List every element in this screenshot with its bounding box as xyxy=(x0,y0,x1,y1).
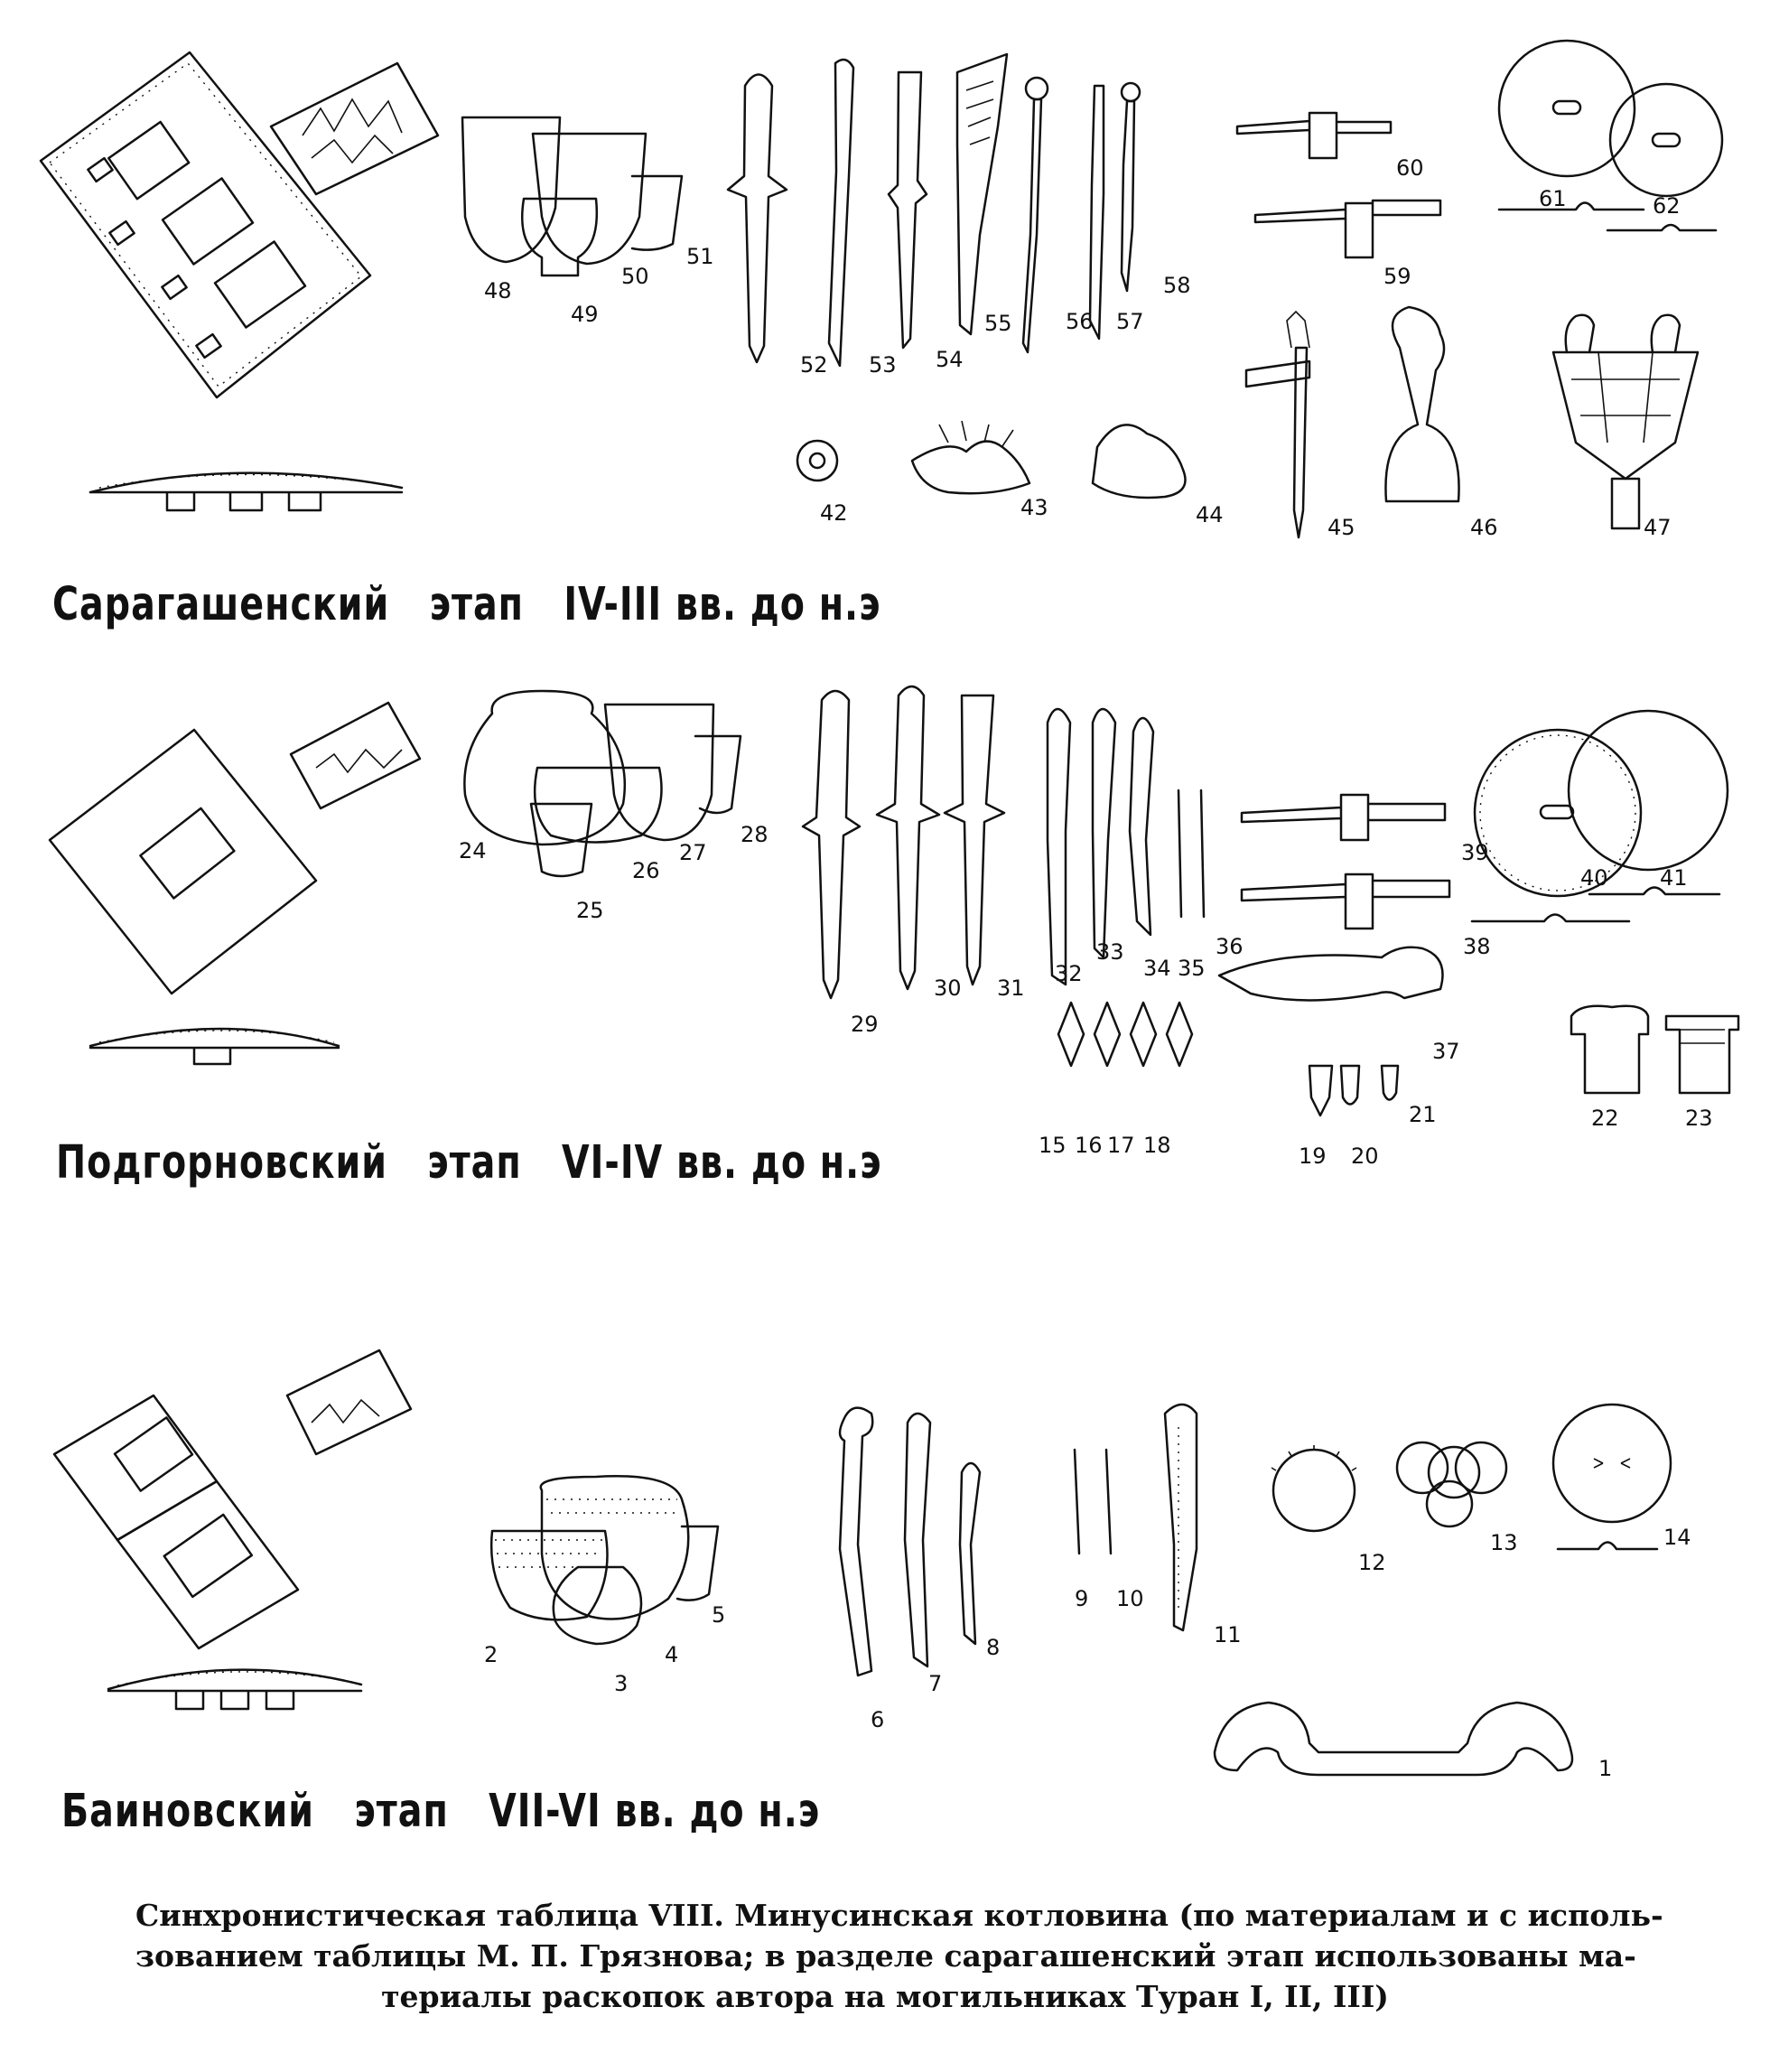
figure-number: 32 xyxy=(1055,961,1083,986)
figure-number: 55 xyxy=(984,311,1012,336)
figure-number: 37 xyxy=(1432,1039,1460,1064)
mirror-icon xyxy=(1551,1403,1672,1551)
finial-icon xyxy=(1244,305,1700,539)
figure-number: 5 xyxy=(712,1602,726,1628)
figure-number: 18 xyxy=(1143,1133,1171,1158)
axe-icon xyxy=(1235,111,1442,259)
figure-number: 25 xyxy=(576,898,604,923)
burial-icon xyxy=(285,1349,413,1456)
figure-number: 61 xyxy=(1539,186,1567,211)
finial-icon xyxy=(1308,1004,1740,1117)
figure-number: 34 xyxy=(1143,956,1171,981)
kurgan-section-icon xyxy=(107,1668,363,1711)
figure-number: 59 xyxy=(1383,264,1411,289)
caption-line: териалы раскопок автора на могильниках Т… xyxy=(381,1979,1389,2014)
figure-number: 13 xyxy=(1490,1530,1518,1555)
pottery-icon xyxy=(461,116,684,277)
figure-number: 33 xyxy=(1096,939,1124,965)
pottery-icon xyxy=(463,689,742,878)
figure-number: 23 xyxy=(1685,1106,1713,1131)
figure-number: 24 xyxy=(459,838,487,863)
figure-number: 49 xyxy=(571,302,599,327)
stage-label-bainovo: Баиновский этап VII-VI вв. до н.э xyxy=(61,1785,821,1838)
plate-caption: Синхронистическая таблица VIII. Минусинс… xyxy=(135,1895,1663,2017)
figure-number: 36 xyxy=(1216,934,1244,959)
figure-number: 19 xyxy=(1299,1143,1327,1169)
burial-icon xyxy=(289,701,422,810)
figure-number: 26 xyxy=(632,858,660,883)
plaque-icon xyxy=(1271,1441,1508,1533)
figure-number: 8 xyxy=(986,1635,1001,1660)
caption-line: зованием таблицы М. П. Грязнова; в разде… xyxy=(135,1938,1636,1974)
figure-number: 12 xyxy=(1358,1550,1386,1575)
figure-number: 42 xyxy=(820,500,848,526)
figure-number: 47 xyxy=(1644,515,1672,540)
burial-icon xyxy=(269,61,440,196)
figure-number: 1 xyxy=(1598,1756,1613,1781)
mirror-icon xyxy=(1497,39,1724,232)
kurgan-section-icon xyxy=(88,1027,340,1066)
figure-number: 53 xyxy=(869,352,897,378)
caption-line: Синхронистическая таблица VIII. Минусинс… xyxy=(135,1898,1663,1933)
figure-number: 29 xyxy=(851,1012,879,1037)
figure-number: 20 xyxy=(1351,1143,1379,1169)
figure-number: 40 xyxy=(1580,865,1608,891)
figure-number: 60 xyxy=(1396,155,1424,181)
kurgan-plan-icon xyxy=(52,1394,300,1650)
figure-number: 62 xyxy=(1653,193,1681,219)
figure-number: 44 xyxy=(1196,502,1224,527)
figure-number: 41 xyxy=(1660,865,1688,891)
figure-number: 46 xyxy=(1470,515,1498,540)
arrowhead-icon xyxy=(1057,1001,1194,1068)
figure-number: 22 xyxy=(1591,1106,1619,1131)
figure-number: 21 xyxy=(1409,1102,1437,1127)
figure-number: 31 xyxy=(997,975,1025,1001)
figure-number: 58 xyxy=(1163,273,1191,298)
figure-number: 38 xyxy=(1463,934,1491,959)
figure-number: 48 xyxy=(484,278,512,303)
figure-number: 54 xyxy=(936,347,964,372)
figure-number: 2 xyxy=(484,1642,498,1667)
figure-number: 50 xyxy=(621,264,649,289)
plaque-icon xyxy=(796,420,1187,499)
kurgan-plan-icon xyxy=(39,51,372,399)
stage-label-podgornovo: Подгорновский этап VI-IV вв. до н.э xyxy=(56,1136,882,1190)
figure-number: 10 xyxy=(1116,1586,1144,1611)
knife-icon xyxy=(838,1406,982,1677)
figure-number: 7 xyxy=(928,1671,943,1696)
stage-label-saragash: Сарагашенский этап IV-III вв. до н.э xyxy=(52,578,881,631)
dagger-icon xyxy=(726,52,1141,368)
figure-number: 15 xyxy=(1039,1133,1067,1158)
figure-number: 11 xyxy=(1214,1622,1242,1647)
kurgan-section-icon xyxy=(88,471,404,512)
figure-number: 14 xyxy=(1663,1525,1691,1550)
figure-number: 51 xyxy=(686,244,714,269)
figure-number: 16 xyxy=(1075,1133,1103,1158)
figure-number: 39 xyxy=(1461,840,1489,865)
figure-number: 28 xyxy=(741,822,769,847)
figure-number: 27 xyxy=(679,840,707,865)
figure-number: 6 xyxy=(871,1707,885,1732)
axe-icon xyxy=(1240,793,1451,930)
pin-icon xyxy=(1073,1403,1198,1632)
figure-number: 35 xyxy=(1178,956,1206,981)
mirror-icon xyxy=(1470,709,1729,923)
figure-number: 52 xyxy=(800,352,828,378)
figure-number: 4 xyxy=(665,1642,679,1667)
figure-number: 57 xyxy=(1116,309,1144,334)
pottery-icon xyxy=(489,1475,720,1646)
figure-number: 56 xyxy=(1066,309,1094,334)
knife-icon xyxy=(1046,707,1444,1002)
figure-number: 3 xyxy=(614,1671,629,1696)
dagger-icon xyxy=(801,685,1006,1000)
kurgan-plan-icon xyxy=(48,728,318,995)
figure-number: 30 xyxy=(934,975,962,1001)
figure-number: 43 xyxy=(1020,495,1048,520)
figure-number: 9 xyxy=(1075,1586,1089,1611)
harness-bit-icon xyxy=(1213,1701,1574,1777)
figure-number: 45 xyxy=(1328,515,1355,540)
figure-number: 17 xyxy=(1107,1133,1135,1158)
